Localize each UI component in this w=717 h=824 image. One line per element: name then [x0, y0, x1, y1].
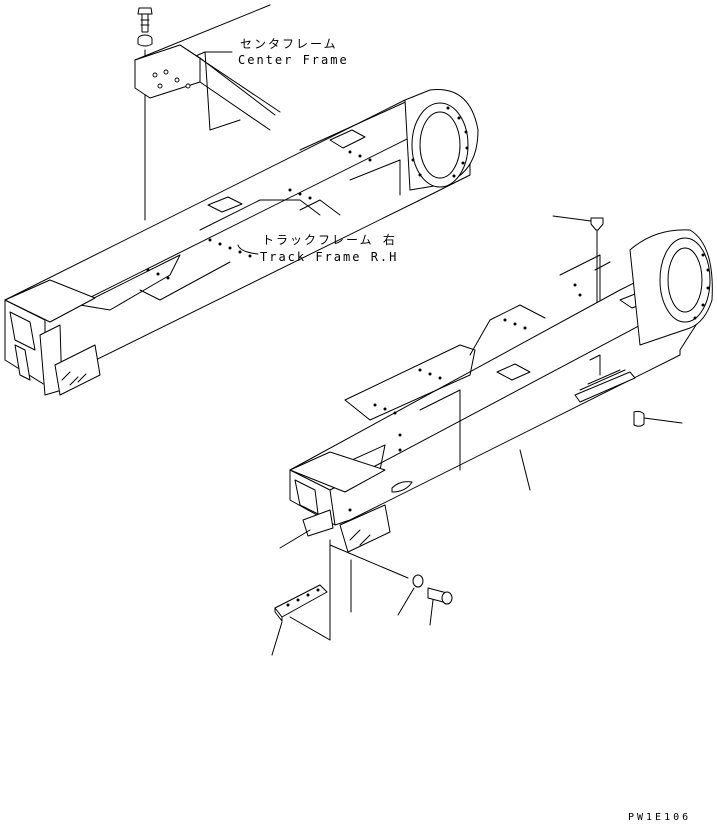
mounting-nut-top: [137, 34, 153, 47]
center-frame-label-en: Center Frame: [238, 53, 349, 67]
bolt-leader-line: [329, 544, 409, 579]
washer: [397, 574, 424, 616]
front-leader-line: [279, 529, 311, 549]
center-frame-outline: [134, 4, 281, 131]
wear-plate: [271, 539, 331, 656]
track-frame-left-assembly: [4, 4, 479, 396]
center-frame-label-jp: センタフレーム: [240, 37, 338, 51]
mounting-bolt-top: [137, 7, 153, 33]
track-frame-label-jp: トラックフレーム 右: [262, 232, 397, 247]
frame-left-bolt-holes: [146, 150, 372, 280]
frame-left-ring: [404, 89, 479, 191]
track-frame-right-body: [289, 229, 713, 553]
frame-leader-line: [519, 449, 531, 491]
frame-right-bolt-holes: [348, 283, 582, 512]
track-frame-leader: [237, 244, 259, 255]
track-frame-label-en: Track Frame R.H: [260, 250, 398, 264]
drawing-code: PW1E106: [628, 812, 691, 823]
mounting-bolt-bottom: [427, 587, 453, 626]
plug-side: [633, 410, 683, 427]
track-frame-right-assembly: [271, 215, 713, 656]
